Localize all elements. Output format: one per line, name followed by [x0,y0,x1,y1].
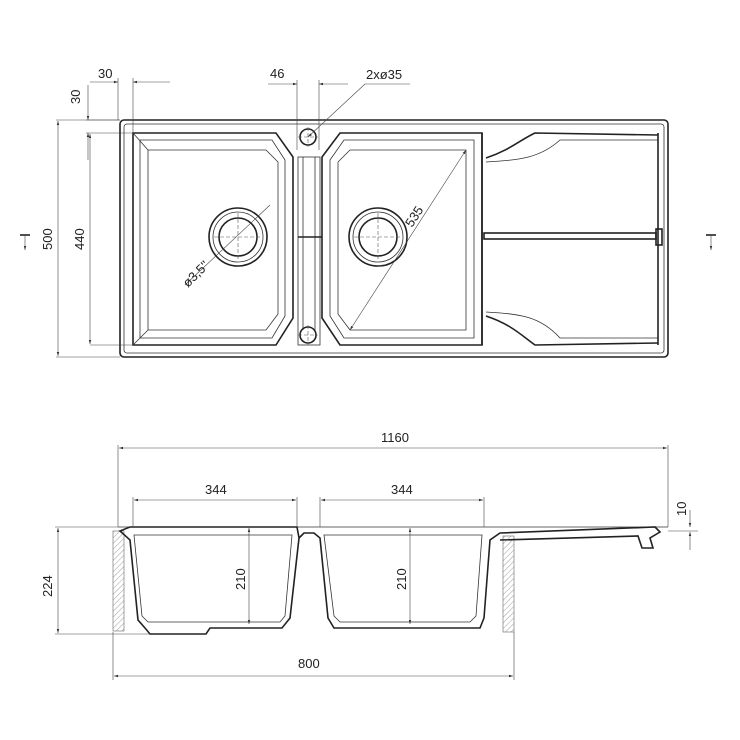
dim-bowl1-depth: 210 [233,568,248,590]
drainboard [481,132,663,346]
dim-bowl2-width: 344 [391,482,413,497]
dim-thickness: 10 [674,502,689,516]
left-bowl [132,132,294,346]
dim-tap-holes: 2xø35 [366,67,402,82]
dim-rim-y: 30 [68,90,83,104]
cabinet-wall-right [502,535,515,633]
dim-total-depth: 224 [40,575,55,597]
dim-width: 500 [40,228,55,250]
dim-drain: ø3,5'' [180,258,213,291]
dim-rim-x: 30 [98,66,112,81]
dim-bowl2-depth: 210 [394,568,409,590]
dim-bowl-length: 440 [72,228,87,250]
dim-hole-spacing: 46 [270,66,284,81]
dim-overall-length: 1160 [381,430,409,445]
dim-cabinet: 800 [298,656,320,671]
section-marker-right-icon [706,234,716,250]
dim-diagonal: 535 [402,203,426,229]
section-marker-left-icon [20,234,30,250]
sink-outline [119,119,669,358]
right-bowl [321,132,483,346]
section-view: 1160 344 344 10 224 210 210 800 [40,430,698,680]
dim-bowl1-width: 344 [205,482,227,497]
top-view: 30 30 46 2xø35 500 440 535 ø3,5'' [20,66,716,358]
drain-left-icon [208,207,268,267]
center-ridge [297,127,322,346]
bowl2-profile [298,526,662,629]
cabinet-wall-left [112,530,125,632]
bowl1-profile [118,526,300,635]
